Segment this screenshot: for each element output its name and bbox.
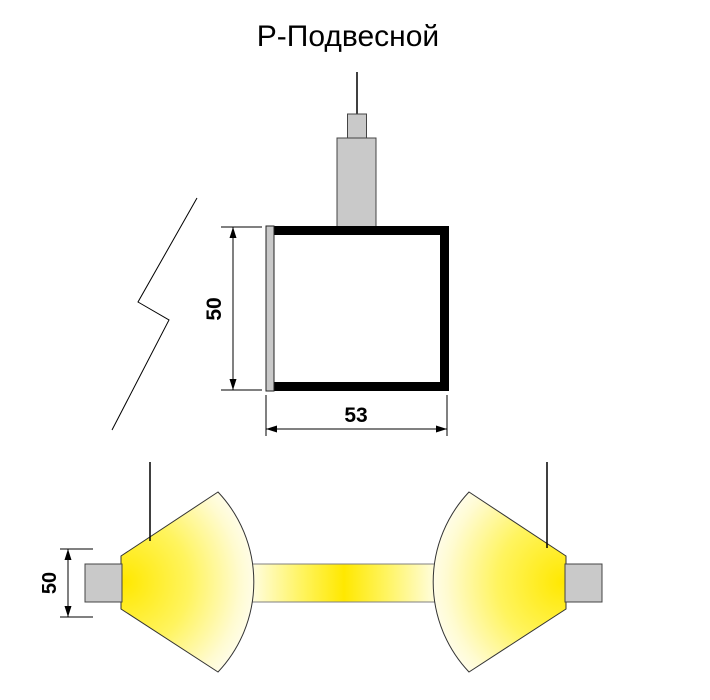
right-beam-cone: [432, 491, 567, 673]
light-bar: [239, 563, 449, 603]
beam-height-dimension-label: 50: [39, 572, 61, 594]
beam-height-dimension: 50: [39, 548, 93, 618]
height-dimension-label: 50: [203, 297, 226, 320]
height-dimension: 50: [203, 226, 262, 391]
dimension-arrow: [64, 549, 72, 560]
profile-bottom-wall: [266, 382, 449, 391]
dimension-arrow: [64, 606, 72, 617]
left-beam-cone: [120, 491, 255, 673]
width-dimension-label: 53: [344, 404, 367, 427]
wire-connector: [347, 113, 367, 140]
beam-view: 50: [39, 462, 603, 673]
section-view: 50 53: [111, 72, 449, 436]
right-end-cap: [564, 563, 603, 603]
profile-interior: [266, 226, 449, 391]
suspension-canopy: [336, 137, 377, 228]
dimension-arrow: [229, 379, 237, 390]
dimension-arrow: [436, 425, 447, 433]
width-dimension: 53: [265, 395, 448, 436]
profile-right-wall: [440, 226, 449, 391]
dimension-arrow: [229, 227, 237, 238]
dimension-arrow: [266, 425, 277, 433]
drawing-title: Р-Подвесной: [257, 20, 439, 53]
break-line: [111, 197, 198, 431]
profile-left-diffuser: [265, 225, 275, 392]
profile-top-wall: [266, 226, 449, 235]
left-end-cap: [84, 563, 123, 603]
